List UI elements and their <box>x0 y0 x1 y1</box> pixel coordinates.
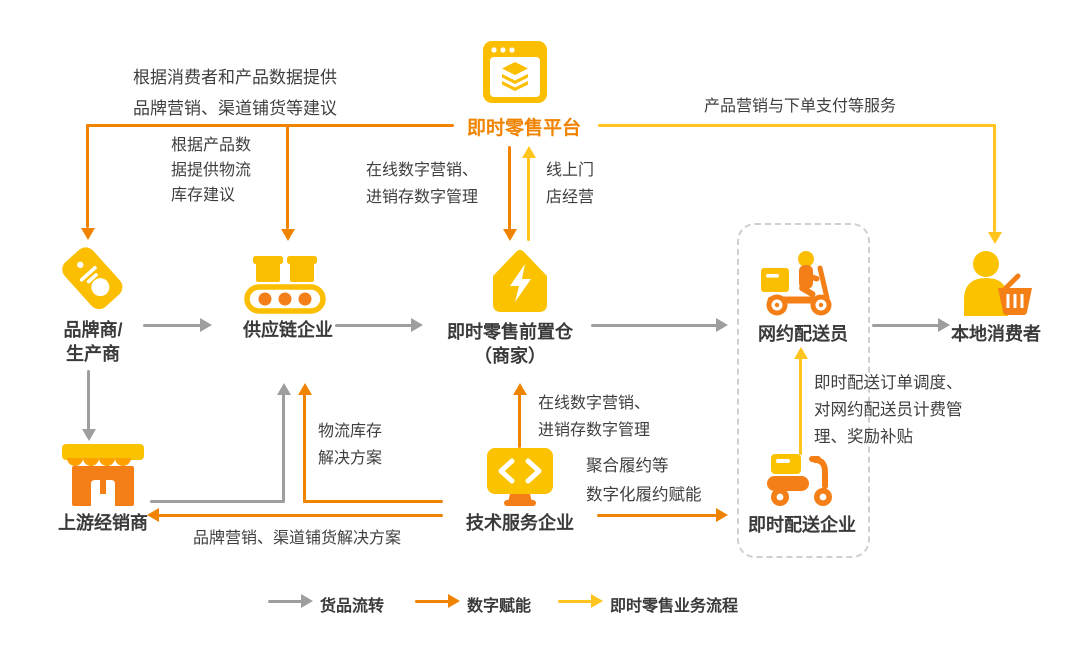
edge-delivery-to-rider-vline <box>799 358 802 455</box>
legend-digital-arrow <box>415 600 449 603</box>
tech-code-monitor-icon <box>487 448 553 506</box>
shop-storefront-icon <box>62 444 144 506</box>
label-line: （商家） <box>474 346 546 366</box>
label-line: 在线数字营销、 <box>538 395 651 412</box>
rider-scooter-icon <box>761 251 832 316</box>
label-line: 物流库存 <box>318 423 383 440</box>
edge-platform-to-warehouse-vline <box>508 146 511 230</box>
label-line: 根据消费者和产品数据提供 <box>133 68 337 87</box>
label-line: 根据产品数 <box>171 137 252 154</box>
arrowhead-up-platform <box>522 146 536 158</box>
edge-brand-to-distributor <box>87 370 90 430</box>
label-line: 在线数字营销、 <box>366 162 479 179</box>
label-line: 品牌营销、渠道铺货等建议 <box>133 99 337 118</box>
label-line: 聚合履约等 <box>586 457 669 475</box>
warehouse-lightning-icon <box>493 250 547 312</box>
node-label-consumer: 本地消费者 <box>951 324 1041 344</box>
node-label-brand: 品牌商/ 生产商 <box>63 318 122 366</box>
supply-conveyor-icon <box>244 256 326 314</box>
node-label-supply: 供应链企业 <box>243 320 333 340</box>
edge-supply-to-warehouse <box>335 324 412 327</box>
arrowhead-right-delivery <box>716 508 728 522</box>
arrowhead-down-brand <box>81 228 95 240</box>
node-label-delivery: 即时配送企业 <box>748 515 856 535</box>
label-line: 即时零售前置仓 <box>447 322 573 342</box>
label-line: 生产商 <box>65 344 120 364</box>
label-tech-to-supply: 物流库存 解决方案 <box>318 418 382 472</box>
edge-platform-to-consumer-hline <box>598 124 996 127</box>
node-label-platform: 即时零售平台 <box>466 118 582 139</box>
edge-rider-to-consumer <box>872 324 939 327</box>
node-label-distributor: 上游经销商 <box>58 513 148 533</box>
legend-digital-arrowhead <box>448 594 460 608</box>
arrowhead-right-rider <box>716 318 728 332</box>
label-line: 理、奖励补贴 <box>814 428 913 446</box>
arrowhead-up-warehouse <box>513 383 527 395</box>
edge-platform-to-consumer-vline <box>993 124 996 232</box>
arrowhead-up-supply-gray <box>277 383 291 395</box>
arrowhead-right-warehouse <box>411 318 423 332</box>
legend-goods-flow-label: 货品流转 <box>320 598 385 615</box>
arrowhead-down-warehouse <box>503 229 517 241</box>
brand-tag-icon <box>62 247 123 310</box>
label-tech-to-distributor: 品牌营销、渠道铺货解决方案 <box>192 530 402 547</box>
node-label-warehouse: 即时零售前置仓 （商家） <box>447 320 573 368</box>
label-warehouse-to-platform: 线上门 店经营 <box>546 157 594 211</box>
label-line: 数字化履约赋能 <box>586 486 702 504</box>
label-line: 据提供物流 <box>171 162 252 179</box>
label-line: 解决方案 <box>318 450 383 467</box>
arrowhead-up-rider <box>794 347 808 359</box>
arrowhead-right-supply <box>200 318 212 332</box>
label-platform-to-warehouse: 在线数字营销、 进销存数字管理 <box>366 157 478 211</box>
edge-tech-to-supply-hline <box>303 500 443 503</box>
legend-goods-flow-arrow <box>268 600 302 603</box>
edge-tech-to-distributor-hline <box>158 514 443 517</box>
label-tech-to-delivery: 聚合履约等 数字化履约赋能 <box>586 452 702 510</box>
label-platform-to-brand: 根据消费者和产品数据提供 品牌营销、渠道铺货等建议 <box>133 62 337 124</box>
edge-warehouse-to-rider <box>591 324 717 327</box>
arrowhead-down-supply <box>281 229 295 241</box>
edge-distributor-to-supply-vline <box>282 394 285 503</box>
edge-distributor-to-supply-hline <box>150 500 285 503</box>
node-label-rider: 网约配送员 <box>758 324 848 344</box>
legend-retail-process-label: 即时零售业务流程 <box>610 598 739 615</box>
legend-digital-label: 数字赋能 <box>467 598 532 615</box>
label-line: 线上门 <box>546 162 595 179</box>
label-platform-to-consumer: 产品营销与下单支付等服务 <box>703 98 897 115</box>
legend-retail-process-arrowhead <box>591 594 603 608</box>
label-line: 品牌商/ <box>63 320 123 340</box>
platform-window-icon <box>483 41 547 103</box>
label-delivery-to-rider: 即时配送订单调度、 对网约配送员计费管 理、奖励补贴 <box>814 370 963 451</box>
label-platform-to-supply: 根据产品数 据提供物流 库存建议 <box>171 133 251 208</box>
edge-tech-to-supply-vline <box>303 394 306 503</box>
node-label-tech: 技术服务企业 <box>466 513 574 533</box>
arrowhead-right-consumer <box>938 318 950 332</box>
edge-tech-to-delivery-hline <box>597 514 717 517</box>
legend-goods-flow-arrowhead <box>301 594 313 608</box>
label-tech-to-warehouse: 在线数字营销、 进销存数字管理 <box>538 390 650 444</box>
consumer-basket-icon <box>964 251 1032 316</box>
label-line: 进销存数字管理 <box>366 189 479 206</box>
edge-platform-to-brand-hline <box>86 124 454 127</box>
label-line: 店经营 <box>546 189 595 206</box>
edge-tech-to-warehouse-vline <box>518 394 521 448</box>
arrowhead-down-distributor <box>82 429 96 441</box>
label-line: 对网约配送员计费管 <box>814 401 963 419</box>
legend-retail-process-arrow <box>558 600 592 603</box>
edge-warehouse-to-platform-vline <box>527 157 530 241</box>
arrowhead-down-consumer <box>988 232 1002 244</box>
edge-platform-to-supply-vline <box>286 126 289 229</box>
label-line: 即时配送订单调度、 <box>814 374 963 392</box>
arrowhead-up-supply-orange <box>298 383 312 395</box>
edge-brand-to-supply <box>143 324 201 327</box>
arrowhead-left-distributor <box>147 508 159 522</box>
delivery-group-box <box>737 223 870 558</box>
label-line: 库存建议 <box>171 187 236 204</box>
delivery-scooter-icon <box>767 454 832 506</box>
edge-platform-to-brand-vline <box>86 124 89 228</box>
label-line: 进销存数字管理 <box>538 422 651 439</box>
